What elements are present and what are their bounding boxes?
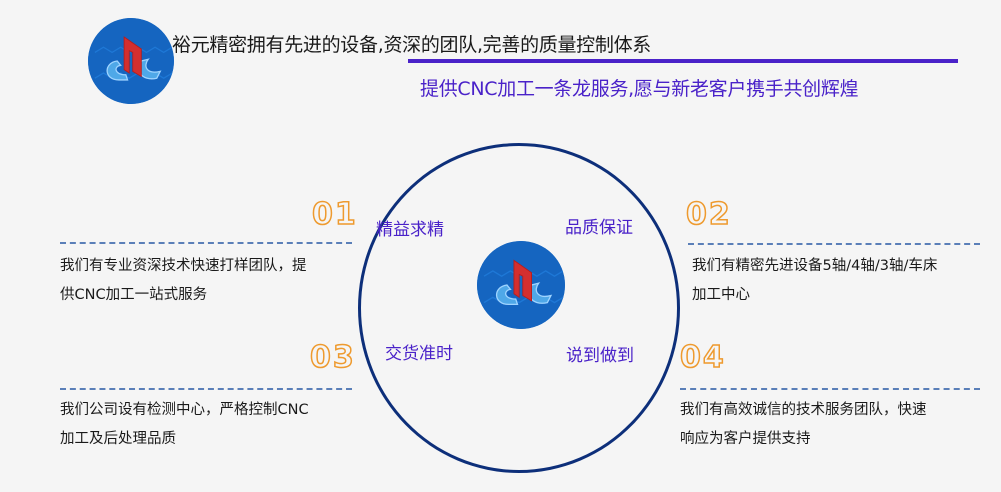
center-logo <box>477 241 565 329</box>
quadrant-label-top-left: 精益求精 <box>376 220 444 240</box>
cnc-logo-icon <box>88 18 174 104</box>
feature-text-line: 我们有高效诚信的技术服务团队，快速 <box>680 402 927 418</box>
feature-divider-04 <box>680 388 980 390</box>
quadrant-label-top-right: 品质保证 <box>565 218 633 238</box>
feature-description-02: 我们有精密先进设备5轴/4轴/3轴/车床 加工中心 <box>692 252 937 310</box>
center-ring <box>358 143 680 473</box>
feature-text-line: 加工及后处理品质 <box>60 431 176 447</box>
feature-description-04: 我们有高效诚信的技术服务团队，快速 响应为客户提供支持 <box>680 396 927 454</box>
feature-text-line: 供CNC加工一站式服务 <box>60 287 208 303</box>
slogan: 提供CNC加工一条龙服务,愿与新老客户携手共创辉煌 <box>420 78 859 100</box>
feature-number-04: 04 <box>679 340 726 375</box>
quadrant-label-bottom-left: 交货准时 <box>385 344 453 364</box>
headline: 裕元精密拥有先进的设备,资深的团队,完善的质量控制体系 <box>172 34 651 56</box>
feature-text-line: 我们有专业资深技术快速打样团队，提 <box>60 258 307 274</box>
feature-text-line: 加工中心 <box>692 287 750 303</box>
feature-number-03: 03 <box>309 340 356 375</box>
feature-description-03: 我们公司设有检测中心，严格控制CNC 加工及后处理品质 <box>60 396 309 454</box>
feature-text-line: 我们有精密先进设备5轴/4轴/3轴/车床 <box>692 258 938 274</box>
feature-text-line: 我们公司设有检测中心，严格控制CNC <box>60 402 309 418</box>
feature-divider-03 <box>60 388 352 390</box>
header-divider <box>408 59 958 63</box>
company-logo <box>88 18 174 104</box>
cnc-logo-icon <box>477 241 565 329</box>
feature-divider-01 <box>60 242 352 244</box>
feature-number-02: 02 <box>685 197 732 232</box>
feature-description-01: 我们有专业资深技术快速打样团队，提 供CNC加工一站式服务 <box>60 252 307 310</box>
feature-number-01: 01 <box>311 197 358 232</box>
feature-text-line: 响应为客户提供支持 <box>680 431 811 447</box>
feature-divider-02 <box>688 243 980 245</box>
quadrant-label-bottom-right: 说到做到 <box>566 346 634 366</box>
